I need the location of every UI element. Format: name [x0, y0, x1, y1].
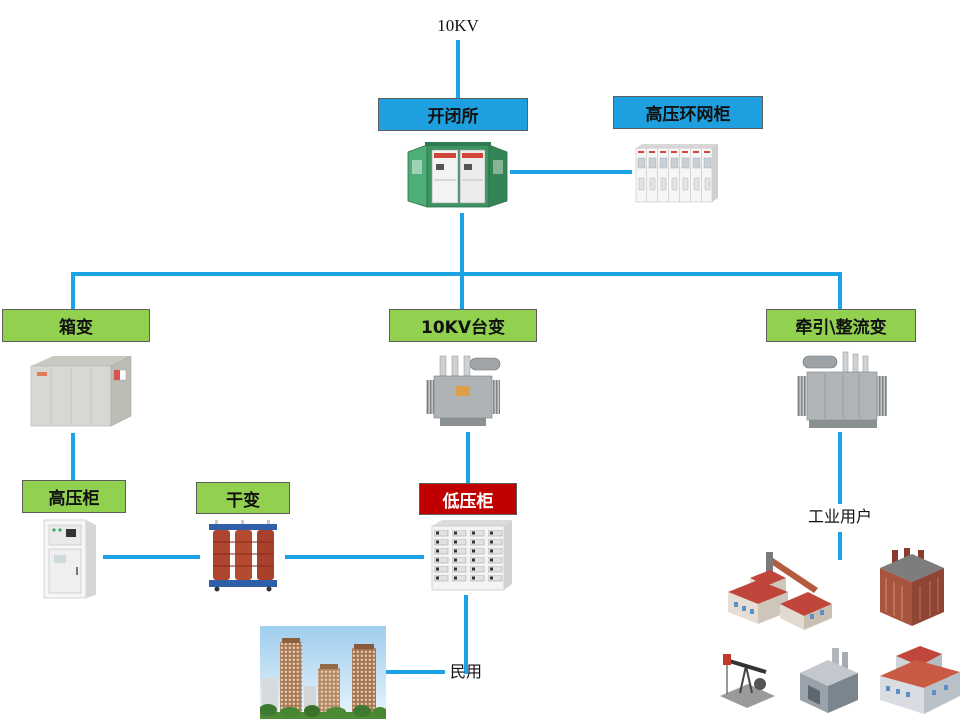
traction-transformer-label: 牵引\整流变 [766, 309, 916, 342]
factories-icon [720, 548, 965, 718]
residential-building [352, 644, 376, 714]
switching-station-cabinet-icon [405, 140, 510, 212]
dry-transformer-label: 干变 [196, 482, 290, 514]
box-transformer-label: 箱变 [2, 309, 150, 342]
dry-transformer-icon [207, 520, 279, 592]
oil-transformer-icon [418, 350, 510, 430]
lv-cabinet-label: 低压柜 [419, 483, 517, 515]
ring-main-unit-icon [632, 140, 722, 206]
switching-station-label: 开闭所 [378, 98, 528, 131]
residential-building [318, 664, 340, 714]
grey-factory-illustration [800, 648, 858, 713]
box-transformer-icon [25, 350, 135, 430]
factory-complex-illustration [728, 552, 832, 630]
pole-transformer-label: 10KV台变 [389, 309, 537, 342]
brick-factory-illustration [880, 548, 944, 626]
traction-transformer-icon [795, 350, 890, 432]
source-voltage-label: 10KV [437, 16, 479, 35]
residential-label: 民用 [449, 662, 482, 681]
industrial-user-label: 工业用户 [807, 507, 872, 526]
residential-buildings-icon [260, 626, 386, 719]
residential-building [280, 638, 302, 714]
oil-pump-illustration [720, 654, 775, 708]
hv-cabinet-icon [40, 517, 100, 601]
ring-main-unit-label: 高压环网柜 [613, 96, 763, 129]
hv-cabinet-label: 高压柜 [22, 480, 126, 513]
lv-cabinet-icon [428, 518, 514, 594]
office-building-illustration [880, 646, 960, 714]
